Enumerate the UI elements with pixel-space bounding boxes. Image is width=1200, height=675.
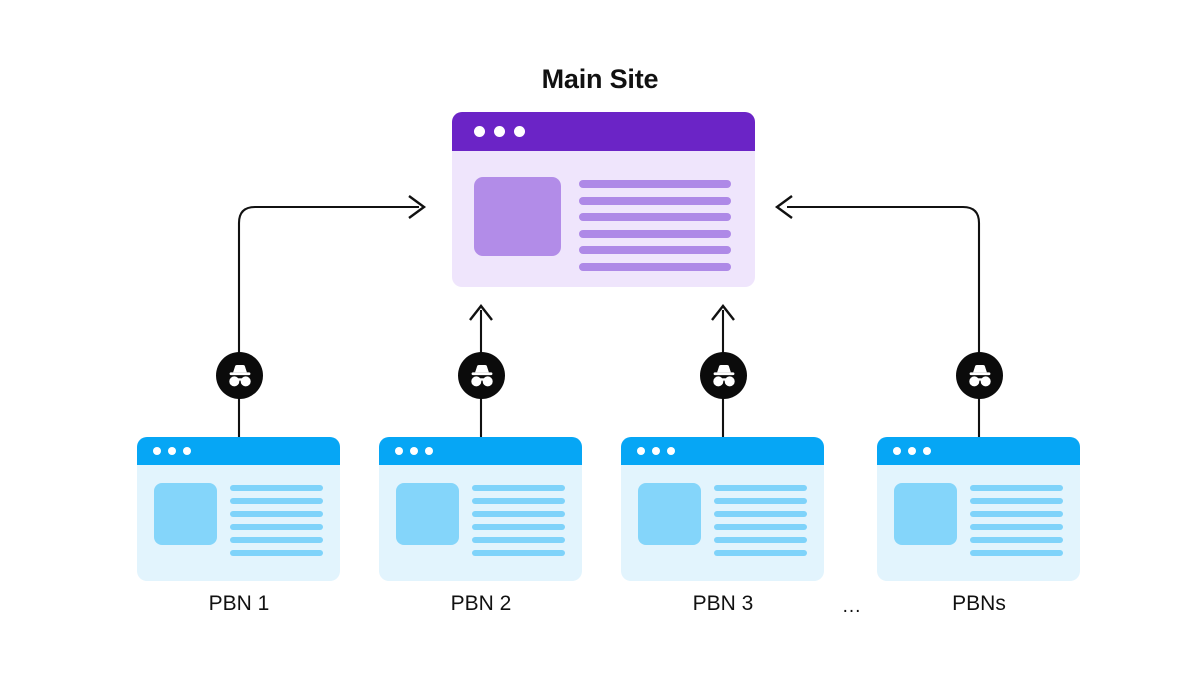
pbn-content (621, 465, 824, 556)
window-dot-close (637, 447, 645, 455)
text-line (714, 550, 807, 556)
text-line (714, 511, 807, 517)
window-dot-minimize (168, 447, 176, 455)
ellipsis-label: ... (842, 596, 862, 617)
page-title: Main Site (541, 64, 659, 94)
incognito-icon-pbn-3[interactable] (700, 352, 747, 399)
window-dot-close (153, 447, 161, 455)
pbn-label-2: PBN 2 (450, 592, 512, 615)
pbn-card-3 (621, 437, 824, 581)
incognito-icon (968, 364, 991, 386)
arrowhead-pbn-1 (408, 195, 427, 219)
text-line (714, 537, 807, 543)
window-dot-minimize (908, 447, 916, 455)
arrowhead-pbns (774, 195, 793, 219)
incognito-icon-pbn-2[interactable] (458, 352, 505, 399)
text-line (579, 196, 731, 205)
pbn-text-lines (970, 483, 1063, 556)
pbn-card-4 (877, 437, 1080, 581)
text-line (970, 550, 1063, 556)
text-line (714, 485, 807, 491)
main-site-image-placeholder (474, 177, 561, 256)
main-site-text-lines (579, 177, 731, 271)
text-line (714, 498, 807, 504)
text-line (230, 511, 323, 517)
pbn-text-lines (472, 483, 565, 556)
text-line (970, 511, 1063, 517)
text-line (579, 246, 731, 254)
text-line (970, 524, 1063, 530)
text-line (472, 511, 565, 517)
text-line (714, 524, 807, 530)
text-line (230, 524, 323, 530)
pbn-card-2 (379, 437, 582, 581)
window-dot-maximize (425, 447, 433, 455)
pbn-titlebar (621, 437, 824, 465)
text-line (230, 485, 323, 491)
incognito-icon-pbns[interactable] (956, 352, 1003, 399)
pbn-card-1 (137, 437, 340, 581)
window-dot-close (474, 126, 485, 137)
text-line (472, 550, 565, 556)
text-line (472, 537, 565, 543)
text-line (579, 213, 731, 221)
main-site-titlebar (452, 112, 755, 151)
pbn-label-3: PBN 3 (692, 592, 754, 615)
pbn-content (877, 465, 1080, 556)
pbn-image-placeholder (396, 483, 459, 545)
pbn-titlebar (137, 437, 340, 465)
text-line (230, 537, 323, 543)
incognito-icon (228, 364, 251, 386)
connector-pbn-1 (237, 205, 419, 437)
window-dot-close (893, 447, 901, 455)
pbn-text-lines (714, 483, 807, 556)
pbn-label-4: PBNs (952, 592, 1006, 615)
arrowhead-pbn-3 (711, 304, 735, 321)
connector-pbns (787, 205, 981, 437)
text-line (579, 262, 731, 271)
text-line (472, 498, 565, 504)
text-line (472, 524, 565, 530)
pbn-image-placeholder (638, 483, 701, 545)
text-line (579, 229, 731, 238)
window-dot-maximize (667, 447, 675, 455)
incognito-icon (712, 364, 735, 386)
window-dot-close (395, 447, 403, 455)
pbn-text-lines (230, 483, 323, 556)
text-line (970, 498, 1063, 504)
window-dot-minimize (410, 447, 418, 455)
text-line (970, 485, 1063, 491)
pbn-content (379, 465, 582, 556)
window-dot-maximize (514, 126, 525, 137)
main-site-card (452, 112, 755, 287)
incognito-icon-pbn-1[interactable] (216, 352, 263, 399)
text-line (230, 498, 323, 504)
pbn-label-1: PBN 1 (208, 592, 270, 615)
window-dot-minimize (494, 126, 505, 137)
window-dot-minimize (652, 447, 660, 455)
text-line (230, 550, 323, 556)
incognito-icon (470, 364, 493, 386)
pbn-titlebar (877, 437, 1080, 465)
text-line (579, 180, 731, 188)
pbn-image-placeholder (894, 483, 957, 545)
pbn-content (137, 465, 340, 556)
arrowhead-pbn-2 (469, 304, 493, 321)
window-dot-maximize (923, 447, 931, 455)
text-line (472, 485, 565, 491)
pbn-image-placeholder (154, 483, 217, 545)
text-line (970, 537, 1063, 543)
pbn-titlebar (379, 437, 582, 465)
main-site-content (452, 151, 755, 271)
window-dot-maximize (183, 447, 191, 455)
